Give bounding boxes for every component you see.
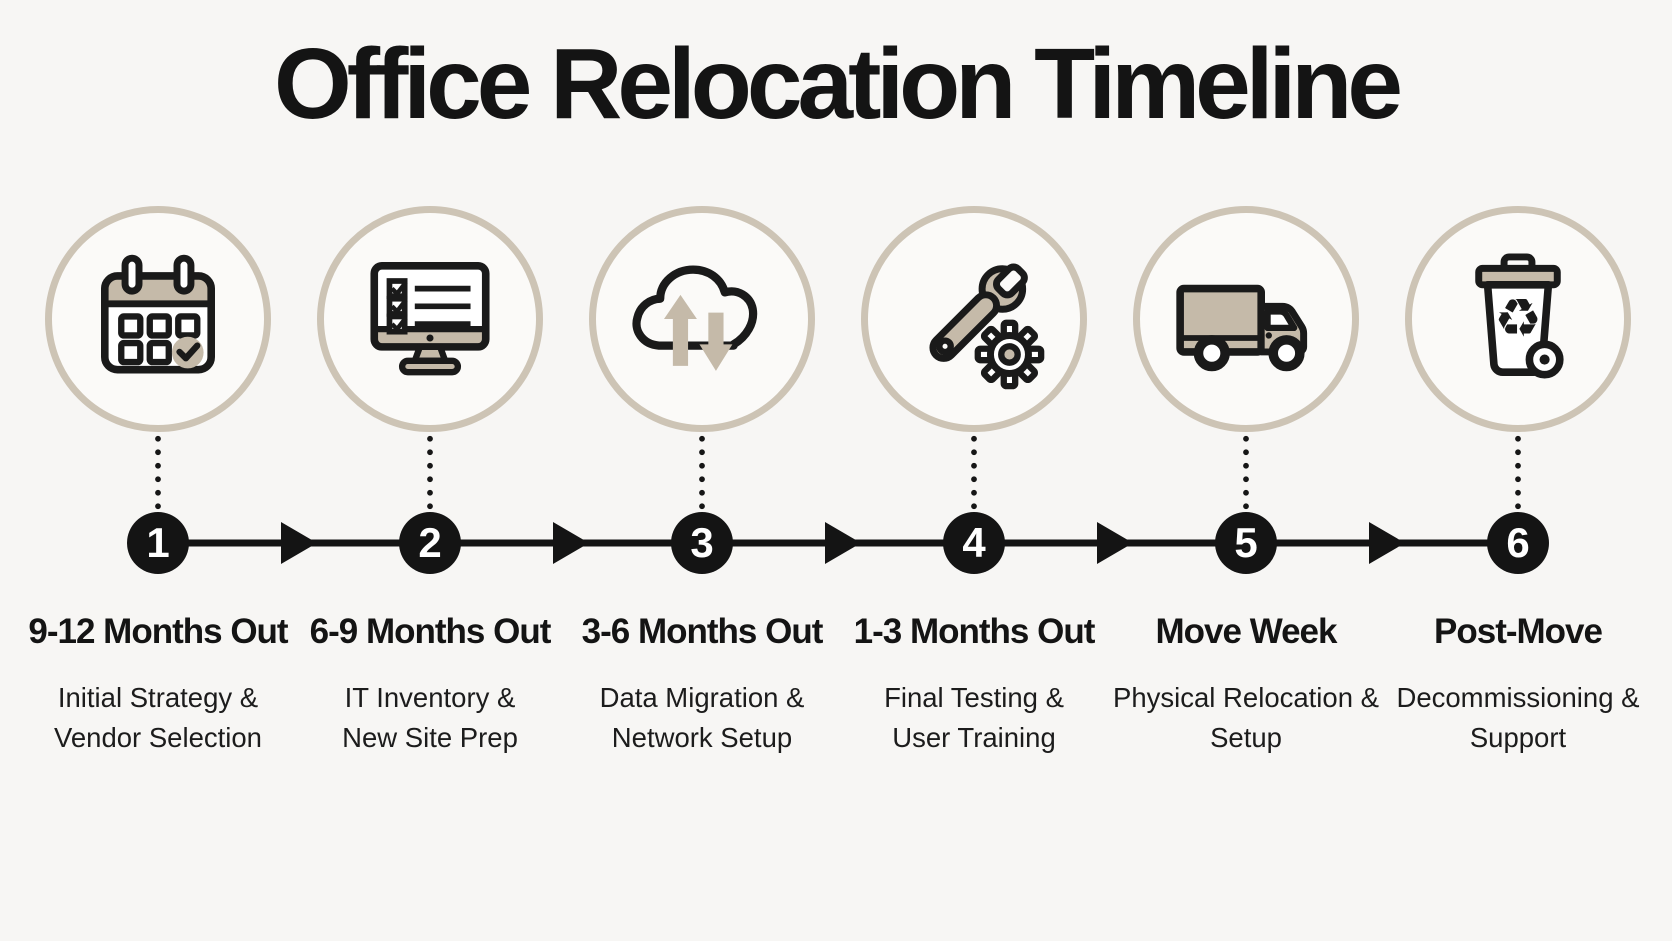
stage-description: Initial Strategy & Vendor Selection (54, 678, 262, 758)
timeline-node: 4 (943, 512, 1005, 574)
description-line-2: Support (1469, 722, 1567, 753)
period-label: 1-3 Months Out (853, 612, 1096, 651)
node-number: 1 (146, 519, 170, 566)
timeline-node: 3 (671, 512, 733, 574)
timeline-node: 1 (127, 512, 189, 574)
cloud-sync-icon (632, 265, 758, 371)
upload-arrow-icon (664, 294, 697, 366)
page-title: Office Relocation Timeline (273, 28, 1403, 140)
right-arrow-icon (1097, 522, 1133, 564)
dotted-connector (427, 432, 433, 512)
description-line-2: Vendor Selection (54, 722, 262, 753)
stage-column-2: 2 6-9 Months Out IT Inventory & New Site… (294, 206, 566, 758)
timeline-node: 6 (1487, 512, 1549, 574)
right-arrow-icon (553, 522, 589, 564)
period-label: 9-12 Months Out (28, 612, 288, 651)
dotted-connector (971, 432, 977, 512)
wrench-gear-icon (929, 263, 1045, 390)
timeline-arrow-line (158, 522, 1517, 564)
stage-description: Decommissioning & Support (1396, 678, 1639, 758)
period-label: Post-Move (1434, 612, 1603, 651)
node-number: 3 (690, 519, 714, 566)
stage-icon-circle (317, 206, 543, 432)
description-line-1: Physical Relocation & (1113, 682, 1379, 713)
stage-column-6: ♻ 6 Post-Move Decommissioning & Support (1382, 206, 1654, 758)
period-label: 3-6 Months Out (581, 612, 824, 651)
stage-icon-circle (589, 206, 815, 432)
right-arrow-icon (281, 522, 317, 564)
timeline-node: 2 (399, 512, 461, 574)
stage-description: Data Migration & Network Setup (600, 678, 805, 758)
stage-description: IT Inventory & New Site Prep (342, 678, 518, 758)
description-line-1: Final Testing & (884, 682, 1064, 713)
dotted-connector (1515, 432, 1521, 512)
stage-description: Physical Relocation & Setup (1113, 678, 1379, 758)
node-number: 2 (418, 519, 442, 566)
download-arrow-icon (699, 312, 733, 371)
stage-icon-circle (861, 206, 1087, 432)
right-arrow-icon (1369, 522, 1405, 564)
dotted-connector (1243, 432, 1249, 512)
node-number: 4 (962, 519, 986, 566)
stage-description: Final Testing & User Training (884, 678, 1064, 758)
stage-column-1: 1 9-12 Months Out Initial Strategy & Ven… (22, 206, 294, 758)
monitor-checklist-icon (370, 262, 490, 376)
stage-icon-circle: ♻ (1405, 206, 1631, 432)
stage-icon-circle (45, 206, 271, 432)
recycle-symbol: ♻ (1494, 288, 1542, 350)
description-line-2: Network Setup (611, 722, 793, 753)
gear-icon (974, 319, 1045, 390)
description-line-1: Decommissioning & (1396, 682, 1640, 713)
stages-row: 1 9-12 Months Out Initial Strategy & Ven… (0, 206, 1672, 758)
node-number: 5 (1234, 519, 1258, 566)
dotted-connector (155, 432, 161, 512)
trash-recycle-icon: ♻ (1475, 253, 1564, 379)
dotted-connector (699, 432, 705, 512)
moving-truck-icon (1176, 284, 1308, 372)
period-label: 6-9 Months Out (309, 612, 552, 651)
description-line-2: User Training (892, 722, 1056, 753)
description-line-1: Initial Strategy & (57, 682, 259, 713)
period-label: Move Week (1155, 612, 1338, 651)
description-line-2: New Site Prep (342, 722, 518, 753)
calendar-icon (101, 254, 215, 374)
description-line-1: IT Inventory & (344, 682, 516, 713)
stage-column-5: 5 Move Week Physical Relocation & Setup (1110, 206, 1382, 758)
stage-column-3: 3 3-6 Months Out Data Migration & Networ… (566, 206, 838, 758)
description-line-2: Setup (1210, 722, 1282, 753)
right-arrow-icon (825, 522, 861, 564)
timeline-node: 5 (1215, 512, 1277, 574)
node-number: 6 (1506, 519, 1530, 566)
stage-column-4: 4 1-3 Months Out Final Testing & User Tr… (838, 206, 1110, 758)
stage-icon-circle (1133, 206, 1359, 432)
description-line-1: Data Migration & (599, 682, 805, 713)
